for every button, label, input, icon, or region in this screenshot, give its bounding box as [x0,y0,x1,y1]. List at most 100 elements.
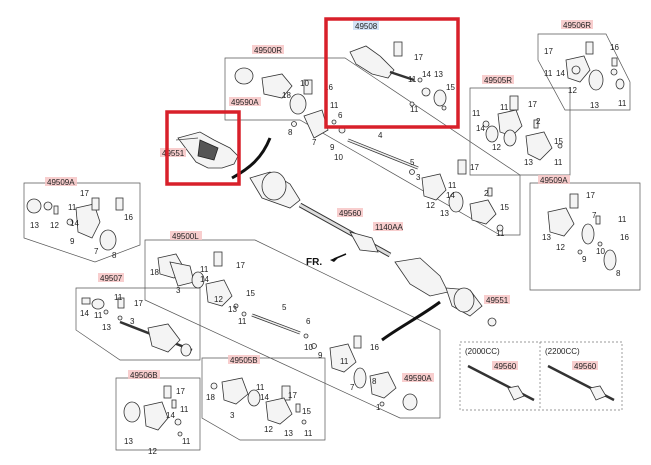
label-1140AA[interactable]: 1140AA [375,223,404,232]
svg-text:11: 11 [472,109,481,118]
svg-text:12: 12 [264,425,273,434]
label-49551-bottom[interactable]: 49551 [486,296,509,305]
label-49506B[interactable]: 49506B [130,371,158,380]
svg-text:13: 13 [228,305,237,314]
svg-text:11: 11 [304,429,313,438]
label-49507[interactable]: 49507 [100,274,123,283]
svg-text:18: 18 [206,393,215,402]
svg-text:11: 11 [500,103,509,112]
label-49508[interactable]: 49508 [355,22,378,31]
svg-text:11: 11 [618,215,627,224]
label-49551-top[interactable]: 49551 [162,149,185,158]
svg-text:2: 2 [536,117,541,126]
svg-text:7: 7 [592,211,597,220]
svg-text:13: 13 [440,209,449,218]
svg-text:14: 14 [260,393,269,402]
front-direction-label: FR. [306,257,322,268]
svg-text:5: 5 [282,303,287,312]
variant-2200cc: (2200CC) [545,347,580,356]
svg-text:7: 7 [350,383,355,392]
svg-text:17: 17 [528,100,537,109]
svg-text:12: 12 [492,143,501,152]
svg-text:14: 14 [422,70,431,79]
part-labels: 49508 49506R 49500R 49505R 49590A 49551 … [45,20,598,383]
svg-text:9: 9 [582,255,587,264]
svg-text:14: 14 [476,124,485,133]
label-49505R[interactable]: 49505R [484,76,512,85]
label-49560-mid[interactable]: 49560 [339,209,362,218]
svg-text:17: 17 [80,189,89,198]
svg-text:9: 9 [318,351,323,360]
svg-text:17: 17 [544,47,553,56]
svg-text:15: 15 [246,289,255,298]
svg-text:11: 11 [340,357,349,366]
svg-text:7: 7 [94,247,99,256]
highlight-box-49508 [324,17,460,129]
svg-text:17: 17 [470,163,479,172]
variant-2000cc: (2000CC) [465,347,500,356]
svg-text:7: 7 [312,138,317,147]
svg-text:17: 17 [586,191,595,200]
svg-text:18: 18 [282,91,291,100]
svg-text:16: 16 [610,43,619,52]
svg-text:16: 16 [370,343,379,352]
svg-text:12: 12 [214,295,223,304]
svg-text:14: 14 [446,191,455,200]
svg-text:11: 11 [496,229,505,238]
label-49590A-bottom[interactable]: 49590A [404,374,432,383]
svg-text:14: 14 [70,219,79,228]
svg-text:15: 15 [302,407,311,416]
svg-text:12: 12 [50,221,59,230]
svg-text:10: 10 [334,153,343,162]
svg-text:13: 13 [434,70,443,79]
label-49509A-right[interactable]: 49509A [540,176,568,185]
svg-text:14: 14 [80,309,89,318]
svg-text:3: 3 [416,173,421,182]
svg-text:11: 11 [68,203,77,212]
label-49509A-left[interactable]: 49509A [47,178,75,187]
svg-text:13: 13 [124,437,133,446]
svg-text:3: 3 [176,286,181,295]
svg-text:11: 11 [94,311,103,320]
svg-text:11: 11 [182,437,191,446]
svg-text:17: 17 [176,387,185,396]
svg-text:8: 8 [372,377,377,386]
svg-text:4: 4 [378,131,383,140]
label-49560-2200cc[interactable]: 49560 [574,362,597,371]
svg-text:11: 11 [448,181,457,190]
small-parts [26,41,625,437]
label-49590A-top[interactable]: 49590A [231,98,259,107]
label-49505B[interactable]: 49505B [230,356,258,365]
svg-text:6: 6 [306,317,311,326]
label-49500R[interactable]: 49500R [254,46,282,55]
main-components [175,45,615,402]
label-49500L[interactable]: 49500L [172,232,199,241]
svg-text:12: 12 [426,201,435,210]
svg-text:11: 11 [238,317,247,326]
svg-text:5: 5 [410,158,415,167]
svg-text:8: 8 [288,128,293,137]
svg-text:12: 12 [148,447,157,456]
svg-text:17: 17 [134,299,143,308]
svg-text:16: 16 [324,83,333,92]
svg-text:9: 9 [70,237,75,246]
svg-text:13: 13 [30,221,39,230]
svg-text:3: 3 [130,317,135,326]
svg-text:17: 17 [414,53,423,62]
svg-text:11: 11 [200,265,209,274]
svg-text:12: 12 [556,243,565,252]
label-49506R[interactable]: 49506R [563,21,591,30]
svg-text:18: 18 [150,268,159,277]
svg-text:11: 11 [330,101,339,110]
svg-text:14: 14 [166,411,175,420]
svg-text:14: 14 [556,69,565,78]
svg-text:11: 11 [114,293,123,302]
svg-text:10: 10 [304,343,313,352]
svg-text:13: 13 [590,101,599,110]
svg-text:2: 2 [484,189,489,198]
svg-text:12: 12 [568,86,577,95]
svg-text:11: 11 [180,405,189,414]
svg-text:11: 11 [408,75,417,84]
label-49560-2000cc[interactable]: 49560 [494,362,517,371]
